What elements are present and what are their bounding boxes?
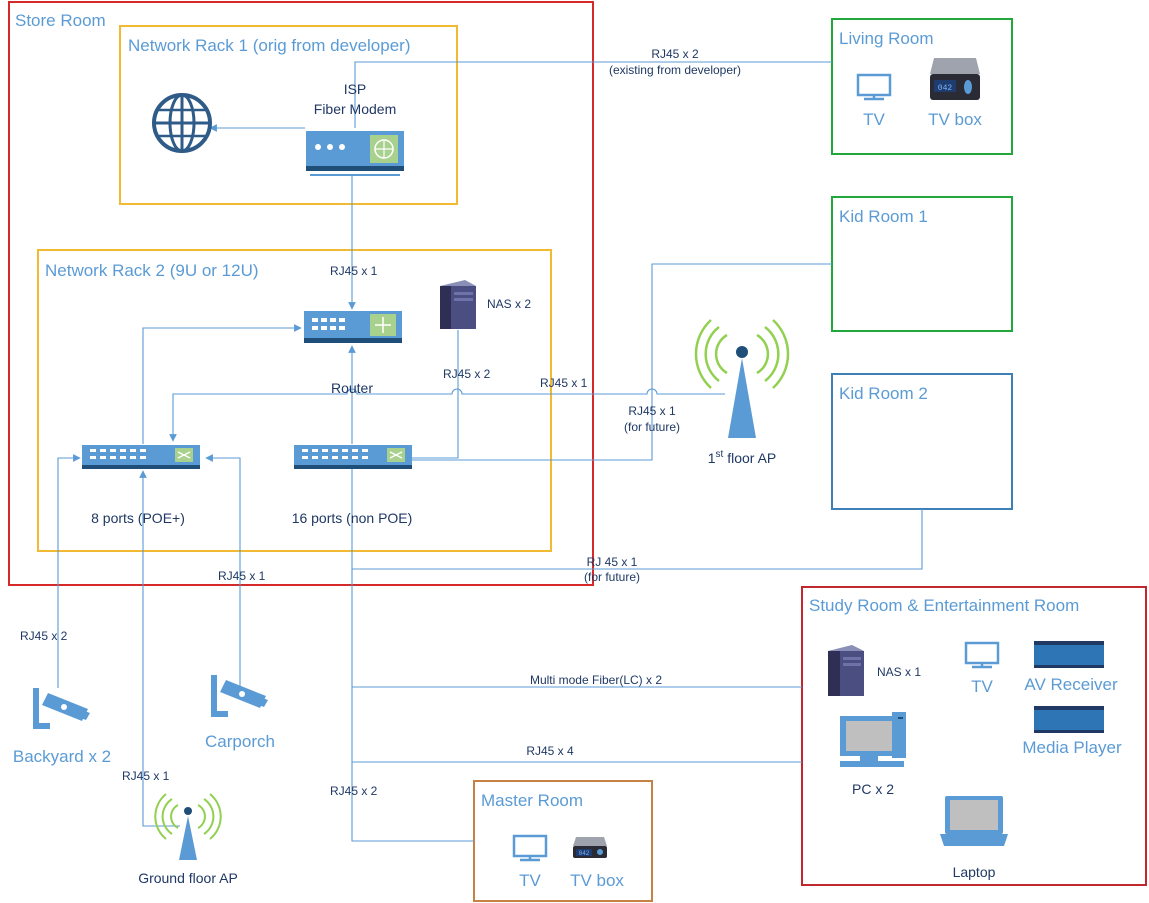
living-tvbox-icon: 042 xyxy=(930,58,980,100)
modem-label: Fiber Modem xyxy=(314,101,396,117)
nas-server-icon xyxy=(440,280,476,329)
study-tv-label: TV xyxy=(971,677,993,696)
study-nas-label: NAS x 1 xyxy=(877,665,921,679)
link-groundap-label: RJ45 x 1 xyxy=(122,769,170,783)
master-tvbox-display: 042 xyxy=(579,850,590,857)
backyard-poe-link xyxy=(57,454,81,688)
switch16-master-link xyxy=(351,569,474,842)
link-kid1-label-2: (for future) xyxy=(624,420,680,434)
carporch-label: Carporch xyxy=(205,732,275,751)
master-tv-icon xyxy=(512,834,548,862)
laptop-icon xyxy=(940,796,1008,846)
switch-16-icon xyxy=(294,445,412,469)
store-room-box xyxy=(8,1,594,586)
modem-living-link xyxy=(354,61,832,128)
master-tv-label: TV xyxy=(519,871,541,890)
first-floor-ap-label: 1st floor AP xyxy=(708,449,777,466)
rack2-box xyxy=(37,249,552,552)
living-tv-label: TV xyxy=(863,110,885,129)
living-room-title: Living Room xyxy=(839,29,934,48)
carporch-poe-link xyxy=(205,454,241,688)
pc-label: PC x 2 xyxy=(852,781,894,797)
rack1-box xyxy=(119,25,458,205)
ground-floor-ap-icon xyxy=(154,793,222,860)
backyard-camera-icon xyxy=(33,688,90,729)
poe-switch-icon xyxy=(82,445,200,469)
rack1-title: Network Rack 1 (orig from developer) xyxy=(128,36,410,55)
link-ap1-label: RJ45 x 1 xyxy=(540,376,588,390)
groundap-poe-link xyxy=(139,470,180,827)
master-tvbox-label: TV box xyxy=(570,871,624,890)
link-living-label-2: (existing from developer) xyxy=(609,63,741,77)
link-backyard-label: RJ45 x 2 xyxy=(20,629,68,643)
link-kid2-label-2: (for future) xyxy=(584,570,640,584)
master-tvbox-icon: 042 xyxy=(573,837,607,858)
switch16-kid1-link xyxy=(412,263,832,461)
media-player-label: Media Player xyxy=(1022,738,1122,757)
laptop-label: Laptop xyxy=(953,864,996,880)
av-receiver-label: AV Receiver xyxy=(1024,675,1118,694)
router-icon xyxy=(304,311,402,343)
pc-icon xyxy=(840,712,906,767)
kid-room-1-title: Kid Room 1 xyxy=(839,207,928,226)
globe-icon xyxy=(152,93,212,153)
backyard-label: Backyard x 2 xyxy=(13,747,111,766)
carporch-camera-icon xyxy=(211,675,268,717)
link-nas-label: RJ45 x 2 xyxy=(443,367,491,381)
store-room-title: Store Room xyxy=(15,11,106,30)
av-receiver-icon xyxy=(1034,641,1104,668)
nas-store-label: NAS x 2 xyxy=(487,297,531,311)
link-study-rj45-label: RJ45 x 4 xyxy=(526,744,574,758)
kid-room-2-title: Kid Room 2 xyxy=(839,384,928,403)
fiber-modem-icon xyxy=(306,131,404,176)
study-nas-icon xyxy=(828,645,864,696)
link-kid1-label-1: RJ45 x 1 xyxy=(628,404,676,418)
nas-switch16-link xyxy=(412,330,459,459)
study-tv-icon xyxy=(964,641,1000,669)
switch16-kid2-link xyxy=(351,468,923,570)
study-room-box xyxy=(801,586,1147,886)
poe-switch-label: 8 ports (POE+) xyxy=(91,510,185,526)
link-kid2-label-1: RJ 45 x 1 xyxy=(587,555,638,569)
link-fiber-label: Multi mode Fiber(LC) x 2 xyxy=(530,673,662,687)
link-master-label: RJ45 x 2 xyxy=(330,784,378,798)
study-room-title: Study Room & Entertainment Room xyxy=(809,596,1079,615)
router-label: Router xyxy=(331,380,373,396)
rack2-title: Network Rack 2 (9U or 12U) xyxy=(45,261,259,280)
living-tvbox-display: 042 xyxy=(938,84,953,93)
switch-16-label: 16 ports (non POE) xyxy=(292,510,413,526)
living-tvbox-label: TV box xyxy=(928,110,982,129)
link-carporch-label: RJ45 x 1 xyxy=(218,569,266,583)
link-modem-router-label: RJ45 x 1 xyxy=(330,264,378,278)
isp-label: ISP xyxy=(344,81,367,97)
master-room-title: Master Room xyxy=(481,791,583,810)
media-player-icon xyxy=(1034,706,1104,733)
living-room-box xyxy=(831,18,1013,155)
living-tv-icon xyxy=(856,73,892,101)
first-floor-ap-icon xyxy=(694,319,790,438)
link-living-label-1: RJ45 x 2 xyxy=(651,47,699,61)
poe-router-link xyxy=(142,324,302,444)
ground-floor-ap-label: Ground floor AP xyxy=(138,870,238,886)
